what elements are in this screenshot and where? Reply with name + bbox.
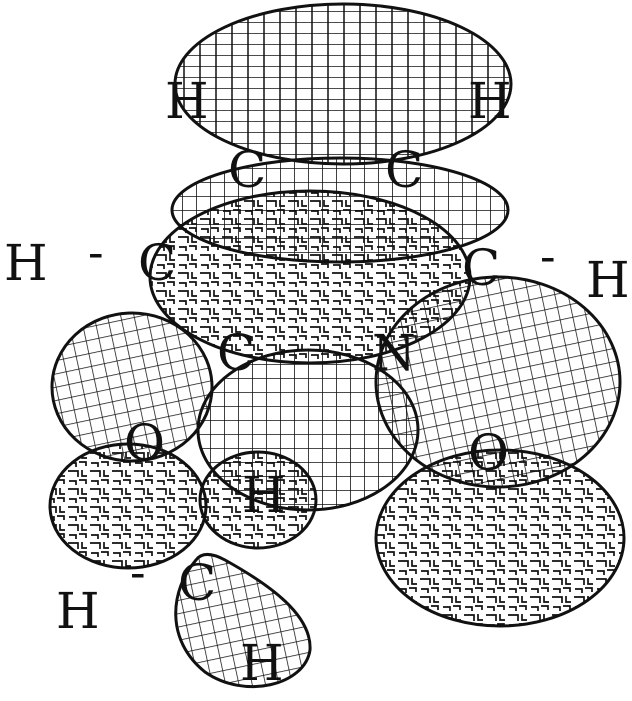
atom-label-h-mid: H	[242, 466, 286, 524]
atom-label-o-left: O	[124, 414, 165, 472]
atom-label-h-top-right: H	[468, 72, 512, 130]
atom-label-c-top-left: C	[228, 141, 266, 199]
atom-label-c-top-right: C	[385, 141, 423, 199]
bond-dash-left: -	[88, 225, 104, 279]
atom-label-h-left: H	[4, 234, 48, 292]
atom-label-h-top-left: H	[165, 72, 209, 130]
atom-label-n-center: N	[372, 324, 416, 382]
atom-label-o-right: O	[468, 424, 509, 482]
atom-label-h-right: H	[586, 251, 630, 309]
atom-label-c-bottom: C	[178, 554, 216, 612]
bond-dash-right: -	[540, 229, 556, 283]
atom-label-c-left: C	[138, 234, 176, 292]
atom-label-c-right: C	[462, 239, 500, 297]
atom-label-h-bottom-left: H	[56, 582, 100, 640]
atom-label-c-center: C	[217, 324, 255, 382]
bond-dash-bottom: -	[130, 545, 146, 599]
atom-label-h-bottom: H	[240, 634, 284, 692]
upper-ring-lobe	[175, 4, 511, 164]
